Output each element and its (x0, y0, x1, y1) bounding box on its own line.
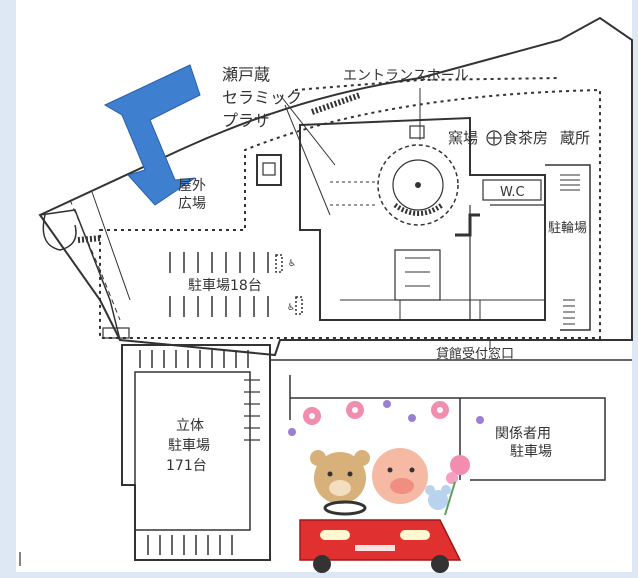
mascot-car-icon (299, 448, 470, 573)
staff-parking-label-1: 関係者用 (495, 426, 551, 442)
bicycle-racks-bottom (563, 299, 575, 325)
road-edge (39, 209, 121, 341)
interior-ramp (455, 213, 480, 237)
plaza-kiosk-inner (262, 162, 276, 176)
entrance-hall-dot (415, 182, 421, 188)
road-edge-2 (91, 191, 131, 301)
staff-lot-outline (290, 397, 606, 481)
path-top (294, 77, 561, 91)
restaurant-label: 食茶房 (503, 129, 548, 147)
bicycle-area (545, 164, 591, 331)
rental-reception-label: 貸館受付窓口 (436, 346, 514, 362)
site-boundary (38, 16, 633, 357)
plaza-leader-lines (279, 94, 336, 216)
interior-stairs (405, 257, 430, 287)
spiral-ramp (42, 214, 77, 251)
staff-parking-label-2: 駐車場 (510, 443, 552, 460)
interior-lower (340, 299, 545, 320)
plaza-label-1: 瀬戸蔵 (222, 65, 270, 84)
parking-18-stalls (169, 252, 269, 317)
accessible-stalls (275, 254, 303, 315)
bike-rack-left (102, 327, 130, 339)
entrance-hall-inner (392, 159, 444, 211)
wheelchair-icon: ♿ (288, 259, 296, 269)
plaza-label-3: プラザ (222, 111, 270, 130)
multistory-stalls-bottom (147, 535, 233, 555)
bicycle-racks-top (560, 174, 580, 191)
direction-arrow-icon (103, 64, 201, 206)
ramp-stairs (77, 235, 103, 243)
multistory-label-1: 立体 (176, 418, 204, 434)
multistory-label-3: 171台 (166, 458, 207, 474)
wheelchair-icon-2: ♿ (287, 303, 295, 313)
interior-box (409, 125, 425, 139)
bicycle-parking-label: 駐輪場 (548, 220, 587, 236)
flower-icon-group (288, 400, 484, 436)
circle-mark-cross (488, 132, 500, 144)
entrance-hall-circle (377, 144, 459, 226)
storehouse-label: 蔵所 (560, 129, 590, 147)
circle-mark-icon (486, 130, 502, 146)
multistory-stalls-top (139, 350, 249, 368)
outdoor-label-2: 広場 (178, 196, 206, 212)
pedestrian-path (99, 88, 601, 339)
entrance-hall-label: エントランスホール (343, 68, 469, 84)
outdoor-label-1: 屋外 (178, 178, 206, 194)
multistory-stalls-side (244, 379, 260, 441)
plaza-kiosk (256, 154, 282, 186)
main-building (299, 116, 546, 321)
kiln-label: 窯場 (448, 129, 478, 147)
plaza-label-2: セラミック (222, 88, 302, 107)
wc-label: W.C (500, 185, 525, 200)
wc-box (482, 179, 542, 201)
multistory-label-2: 駐車場 (168, 437, 210, 454)
multistory-inner (134, 371, 251, 531)
parking-18-label: 駐車場18台 (188, 277, 262, 294)
top-stairs (310, 92, 362, 115)
multistory-outer (121, 344, 271, 561)
interior-dash (330, 181, 378, 206)
entrance-stairs (393, 202, 444, 216)
